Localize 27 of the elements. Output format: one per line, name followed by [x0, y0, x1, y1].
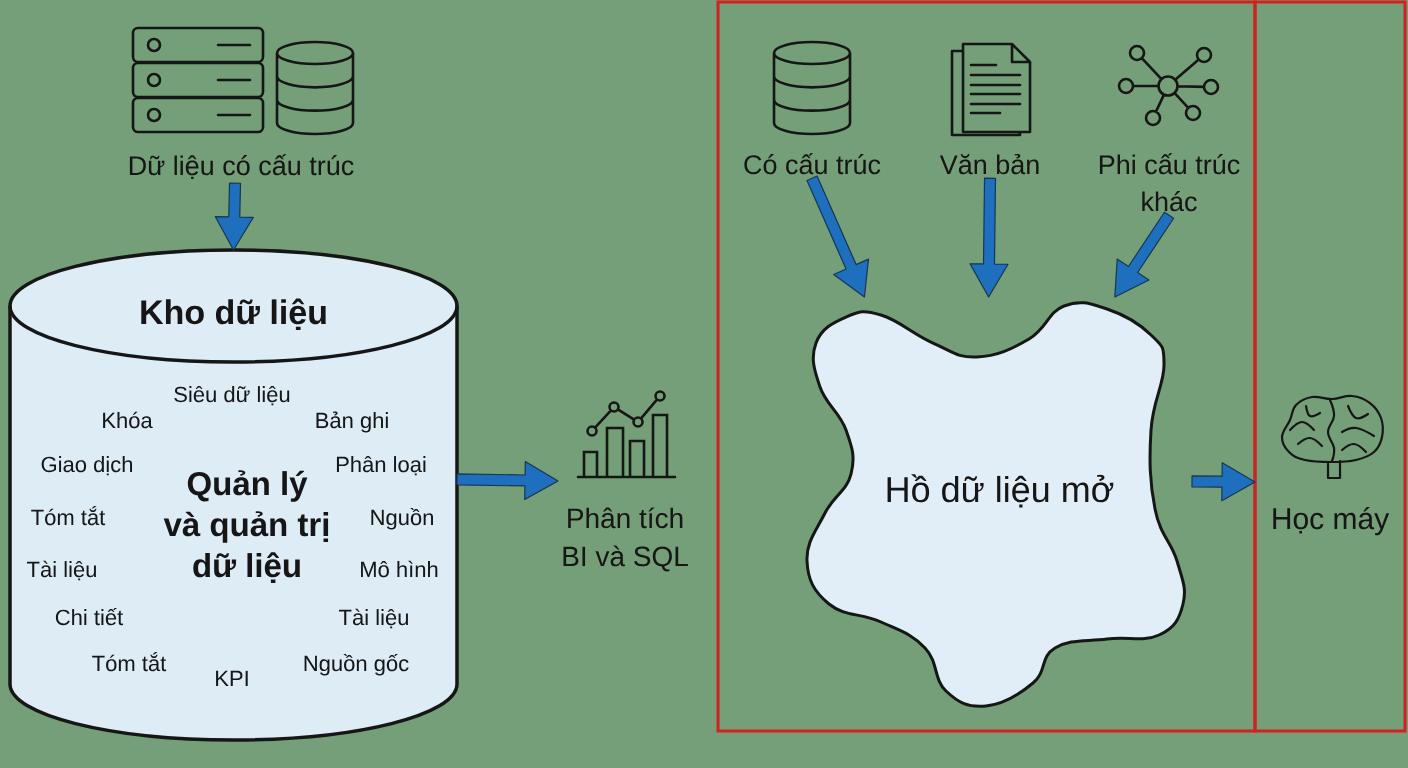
keyword-label: Khóa — [103, 411, 153, 429]
keyword-label: Tài liệu — [27, 560, 96, 581]
node-label: Dữ liệu có cấu trúc — [129, 154, 354, 180]
keyword-label: Nguồn — [371, 508, 433, 530]
keyword-label: KPI — [216, 670, 248, 686]
node-label: Văn bản — [939, 153, 1039, 175]
keyword-label: Tài liệu — [339, 608, 408, 629]
arrow — [456, 460, 559, 501]
keyword-label: Phân loại — [336, 456, 426, 476]
arrow — [1191, 462, 1256, 502]
node-label: Phân tích BI và SQL — [563, 507, 688, 572]
keyword-label: Tóm tắt — [92, 651, 167, 672]
keyword-label: Tóm tắt — [31, 505, 106, 526]
arrow — [1114, 211, 1175, 298]
keyword-label: Mô hình — [361, 560, 438, 578]
arrow — [969, 177, 1009, 298]
keyword-label: Siêu dữ liệu — [174, 386, 290, 406]
node-label: Có cấu trúc — [744, 153, 881, 175]
arrow — [806, 175, 870, 298]
keyword-label: Giao dịch — [41, 456, 132, 476]
arrow — [214, 182, 254, 251]
keyword-label: Chi tiết — [55, 608, 124, 626]
node-label: Phi cấu trúc khác — [1099, 153, 1240, 212]
panel-frame: Học máy — [1253, 0, 1407, 733]
panel-frame — [716, 0, 1257, 733]
keyword-label: Bản ghi — [316, 411, 388, 433]
keyword-label: Nguồn gốc — [304, 654, 409, 676]
